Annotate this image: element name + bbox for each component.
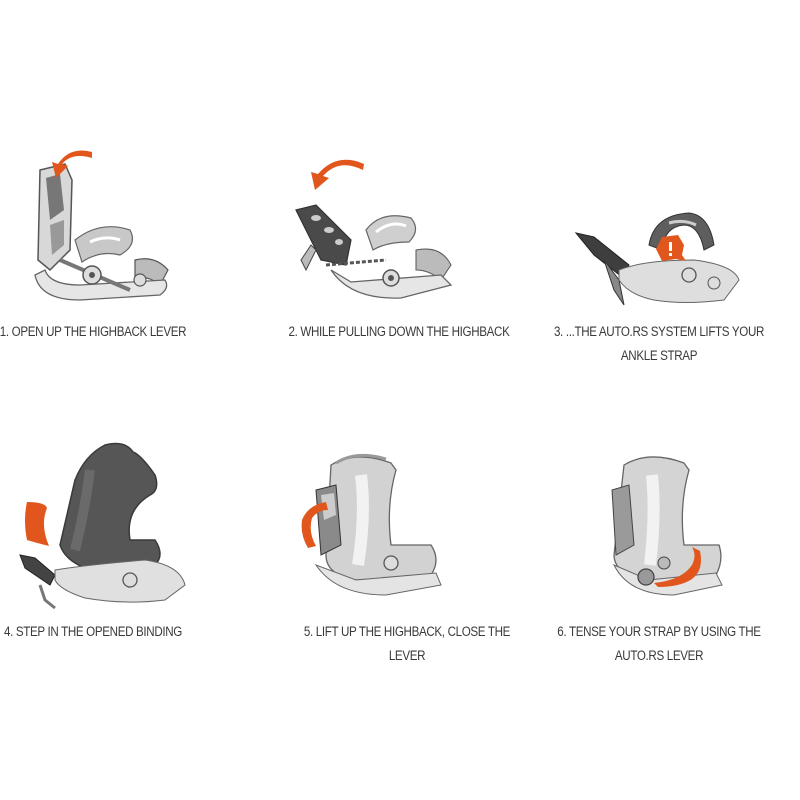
curved-arrow-icon [25, 502, 49, 546]
step-3-caption: 3. ...THE AUTO.RS SYSTEM LIFTS YOUR ANKL… [553, 324, 765, 363]
binding-highback-closed-illustration [296, 445, 446, 605]
step-1-caption: 1. OPEN UP THE HIGHBACK LEVER [0, 324, 187, 339]
rotate-arrow-icon [52, 150, 92, 178]
step-2-caption: 2. WHILE PULLING DOWN THE HIGHBACK [288, 324, 510, 339]
step-6-caption: 6. TENSE YOUR STRAP BY USING THE AUTO.RS… [557, 624, 761, 663]
strap-highlight-icon [654, 547, 701, 587]
binding-strap-tensioned-illustration [604, 445, 724, 605]
binding-open-lever-illustration [20, 150, 180, 305]
binding-ankle-strap-lifted-illustration [574, 205, 744, 315]
step-5-caption: 5. LIFT UP THE HIGHBACK, CLOSE THE LEVER [303, 624, 511, 663]
exclamation-badge-icon [656, 235, 686, 261]
step-4-caption: 4. STEP IN THE OPENED BINDING [4, 624, 182, 639]
rotate-arrow-icon [311, 159, 364, 190]
curved-arrow-icon [301, 502, 328, 548]
boot-stepping-in-illustration [15, 440, 195, 610]
binding-highback-pulled-down-illustration [291, 159, 461, 305]
